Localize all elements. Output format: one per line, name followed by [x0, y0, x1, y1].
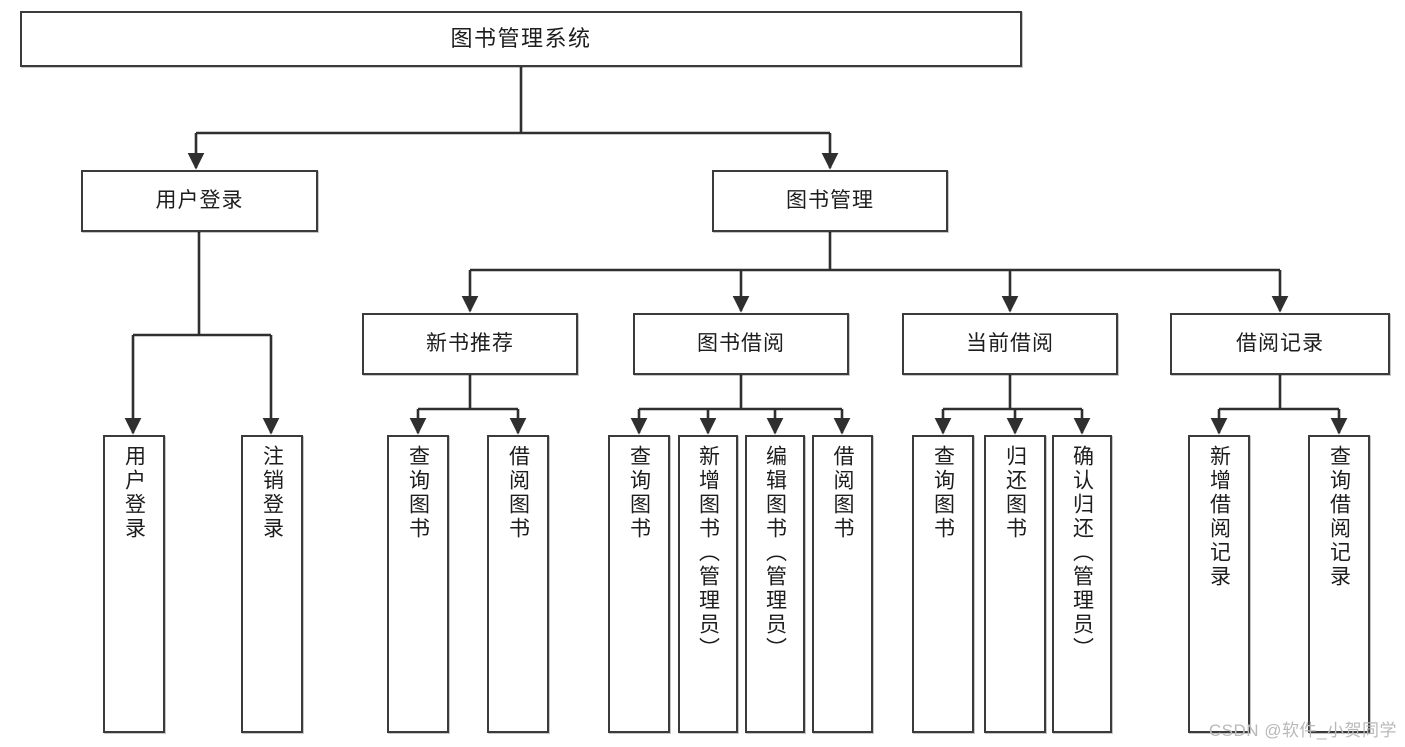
node-label: 新增图书（管理员） [696, 445, 720, 661]
node-label: 注销登录 [260, 445, 284, 541]
node-label: 借阅图书 [506, 445, 530, 541]
node-root-book-management-system[interactable]: 图书管理系统 [20, 11, 1022, 67]
leaf-node[interactable]: 借阅图书 [812, 435, 873, 733]
node-label: 确认归还（管理员） [1070, 445, 1094, 661]
node-borrow-record[interactable]: 借阅记录 [1170, 313, 1390, 375]
leaf-node[interactable]: 查询图书 [387, 435, 449, 733]
node-current-borrow[interactable]: 当前借阅 [902, 313, 1118, 375]
node-label: 查询图书 [406, 445, 430, 541]
leaf-node[interactable]: 编辑图书（管理员） [745, 435, 805, 733]
leaf-node[interactable]: 注销登录 [241, 435, 303, 733]
leaf-node[interactable]: 归还图书 [984, 435, 1046, 733]
leaf-node[interactable]: 用户登录 [103, 435, 165, 733]
node-new-book-recommend[interactable]: 新书推荐 [362, 313, 578, 375]
node-label: 编辑图书（管理员） [763, 445, 787, 661]
leaf-node[interactable]: 确认归还（管理员） [1052, 435, 1112, 733]
node-label: 归还图书 [1003, 445, 1027, 541]
node-book-borrow[interactable]: 图书借阅 [633, 313, 849, 375]
node-book-management[interactable]: 图书管理 [712, 170, 948, 232]
node-label: 借阅图书 [831, 445, 854, 541]
node-label: 查询图书 [931, 445, 955, 541]
leaf-node[interactable]: 新增借阅记录 [1188, 435, 1250, 733]
node-label: 用户登录 [122, 445, 146, 541]
node-label: 当前借阅 [966, 331, 1054, 355]
node-label: 图书管理 [786, 188, 874, 212]
node-label: 新增借阅记录 [1207, 445, 1231, 589]
node-label: 用户登录 [155, 188, 244, 212]
leaf-node[interactable]: 查询图书 [608, 435, 670, 733]
watermark: CSDN @软件_小贺同学 [1208, 721, 1397, 740]
leaf-node[interactable]: 查询图书 [912, 435, 974, 733]
leaf-node[interactable]: 借阅图书 [487, 435, 549, 733]
node-label: 新书推荐 [426, 331, 514, 355]
node-label: 借阅记录 [1236, 331, 1324, 355]
leaf-node[interactable]: 新增图书（管理员） [678, 435, 738, 733]
leaf-node[interactable]: 查询借阅记录 [1308, 435, 1370, 733]
node-user-login[interactable]: 用户登录 [81, 170, 318, 232]
node-label: 查询图书 [627, 445, 651, 541]
node-label: 图书管理系统 [450, 26, 592, 52]
node-label: 查询借阅记录 [1327, 445, 1351, 589]
node-label: 图书借阅 [697, 331, 785, 355]
